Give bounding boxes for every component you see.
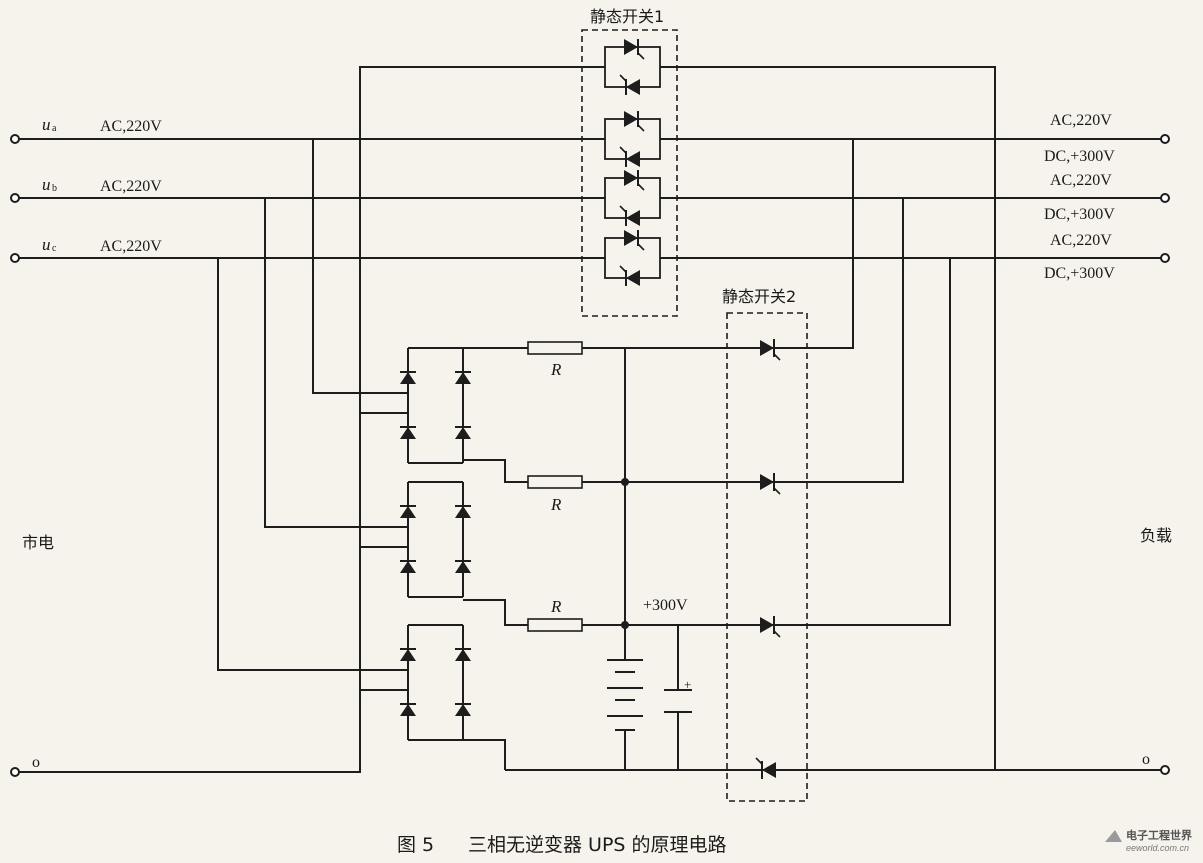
output-neutral-label: o <box>1142 751 1150 768</box>
watermark-logo: 电子工程世界 eeworld.com.cn <box>1105 828 1192 853</box>
static-switch-1-box <box>581 29 678 317</box>
output-b-dc: DC,+300V <box>1044 206 1115 223</box>
output-b-ac: AC,220V <box>1050 172 1112 189</box>
output-c-ac: AC,220V <box>1050 232 1112 249</box>
input-b-symbol: u <box>42 175 51 194</box>
figure-title: 三相无逆变器 UPS 的原理电路 <box>468 834 727 856</box>
output-terminals <box>1160 134 1170 775</box>
output-a-ac: AC,220V <box>1050 112 1112 129</box>
capacitor <box>664 689 692 713</box>
bridge-diode <box>400 560 416 573</box>
static-switch-2-thyristors <box>755 339 783 779</box>
logo-mark-icon <box>1105 830 1122 842</box>
input-a-symbol: u <box>42 115 51 134</box>
junction-dot <box>621 621 629 629</box>
bridge-diode <box>455 648 471 661</box>
watermark-en: eeworld.com.cn <box>1126 843 1189 853</box>
static-switch-1-label: 静态开关1 <box>590 7 664 26</box>
thyristor-pair-2 <box>604 111 661 167</box>
bridge-diode <box>400 426 416 439</box>
resistor-2-label: R <box>550 495 562 514</box>
thyristor-2 <box>757 473 783 495</box>
resistor-1-label: R <box>550 360 562 379</box>
resistor-3 <box>527 618 583 632</box>
bridge-rectifier-3 <box>400 624 471 741</box>
load-label: 负载 <box>1140 526 1172 545</box>
thyristor-pair-3 <box>604 170 661 226</box>
input-c-label: AC,220V <box>100 238 162 255</box>
output-c-dc: DC,+300V <box>1044 265 1115 282</box>
battery <box>607 659 643 731</box>
junction-dot <box>621 478 629 486</box>
input-a-label: AC,220V <box>100 118 162 135</box>
bridge-rectifier-1 <box>400 347 471 464</box>
bridge-diode <box>455 426 471 439</box>
input-b-subscript: b <box>52 183 57 194</box>
bridge-diode <box>400 371 416 384</box>
bridge-diode <box>455 371 471 384</box>
bridge-diode <box>455 505 471 518</box>
resistor-1 <box>527 341 583 355</box>
capacitor-polarity: + <box>684 677 691 692</box>
bridge-diode <box>400 703 416 716</box>
thyristor-pair-4 <box>604 230 661 286</box>
input-c-symbol: u <box>42 235 51 254</box>
output-a-dc: DC,+300V <box>1044 148 1115 165</box>
bridge-diode <box>400 505 416 518</box>
resistor-2 <box>527 475 583 489</box>
static-switch-2-box <box>726 312 808 802</box>
figure-number: 图 5 <box>397 834 434 856</box>
dc-bus-label: +300V <box>643 597 688 614</box>
wiring <box>15 66 1165 773</box>
mains-label: 市电 <box>22 533 54 552</box>
thyristor-4 <box>755 757 776 779</box>
watermark-cn: 电子工程世界 <box>1126 828 1192 842</box>
static-switch-1-thyristors <box>604 39 661 286</box>
bridge-diode <box>455 703 471 716</box>
thyristor-pair-1 <box>604 39 661 95</box>
bridge-diode <box>400 648 416 661</box>
input-c-subscript: c <box>52 243 57 254</box>
thyristor-3 <box>757 616 783 638</box>
bridge-diode <box>455 560 471 573</box>
rectifier-bridges <box>400 347 471 741</box>
input-neutral-label: o <box>32 754 40 771</box>
input-b-label: AC,220V <box>100 178 162 195</box>
resistor-3-label: R <box>550 597 562 616</box>
thyristor-1 <box>757 339 783 361</box>
static-switch-2-label: 静态开关2 <box>722 287 796 306</box>
input-a-subscript: a <box>52 123 57 134</box>
input-terminals <box>10 134 20 777</box>
bridge-rectifier-2 <box>400 481 471 598</box>
